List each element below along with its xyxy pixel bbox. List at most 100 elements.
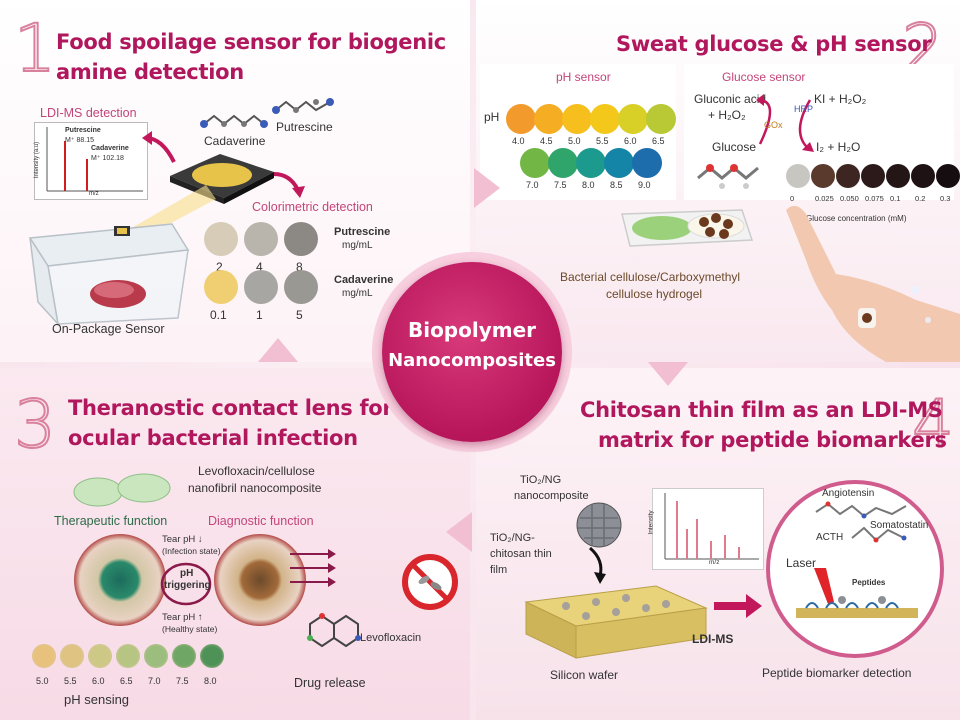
infection-state: (Infection state) [162, 546, 221, 556]
arrow-to-ldi-icon [142, 131, 176, 163]
colorimetric-label: Colorimetric detection [252, 200, 373, 214]
spectrum-cadaverine: Cadaverine [91, 145, 129, 152]
ph-sensor-label: pH sensor [556, 70, 611, 84]
glucose-swatch [861, 164, 885, 188]
arrow-to-colorimetric-icon [273, 172, 305, 198]
thin-film-block-icon [524, 585, 708, 659]
food-container-icon [28, 223, 190, 327]
ph-sensing-pad [172, 644, 196, 668]
glucose-value: 0 [790, 194, 795, 203]
acth-label: ACTH [816, 532, 844, 543]
hydrogel-label-line1: Bacterial cellulose/Carboxymethyl [560, 270, 741, 284]
levo-composite-line1: Levofloxacin/cellulose [198, 464, 315, 478]
ldi-spectrum: Putrescine M⁺ 88.15 Cadaverine M⁺ 102.18… [34, 122, 148, 200]
on-package-label: On-Package Sensor [52, 322, 165, 336]
cadaverine-value-1: 0.1 [210, 308, 227, 322]
peptides-label: Peptides [852, 578, 886, 587]
flow-arrow-left [446, 512, 472, 552]
cadaverine-pad-3 [284, 270, 318, 304]
panel-title-line1: Food spoilage sensor for biogenic [56, 30, 446, 54]
ph-value: 8.0 [582, 180, 595, 190]
putrescine-row-name: Putrescine [334, 226, 391, 238]
ph-sensing-value: 6.0 [92, 676, 105, 686]
angiotensin-label: Angiotensin [822, 488, 875, 499]
ph-swatch [632, 148, 662, 178]
putrescine-pad-1 [204, 222, 238, 256]
spectrum-xlabel: m/z [709, 559, 720, 566]
levo-composite-line2: nanofibril nanocomposite [188, 481, 322, 495]
ph-triggering-line1: pH [180, 568, 194, 579]
ph-swatch [646, 104, 676, 134]
ph-sensing-pad [32, 644, 56, 668]
putrescine-pad-3 [284, 222, 318, 256]
peptide-molecules-icon [815, 501, 907, 543]
tear-ph-down: Tear pH ↓ [162, 534, 203, 545]
ph-value: 6.5 [652, 136, 665, 146]
drug-release-label: Drug release [294, 676, 366, 690]
ph-swatch [618, 104, 648, 134]
cadaverine-molecule-icon [200, 114, 268, 128]
cadaverine-value-3: 5 [296, 308, 303, 322]
cadaverine-pad-1 [204, 270, 238, 304]
laser-beam-icon [814, 568, 834, 604]
flow-arrow-right [474, 168, 500, 208]
ph-value: 9.0 [638, 180, 651, 190]
ph-swatch [590, 104, 620, 134]
peptide-spectrum-plot [664, 493, 759, 560]
panel-title-line1: Theranostic contact lens for [68, 396, 393, 420]
putrescine-label: Putrescine [276, 120, 333, 134]
ph-value: 8.5 [610, 180, 623, 190]
panel-number: 4 [911, 386, 955, 463]
ph-sensing-pad [88, 644, 112, 668]
putrescine-value-1: 2 [216, 260, 223, 274]
tio2-ng-line2: nanocomposite [514, 490, 589, 502]
center-title-line1: Biopolymer [407, 318, 537, 342]
silicon-wafer-label: Silicon wafer [550, 668, 619, 682]
eye-diagnostic-icon [214, 534, 306, 626]
laser-label: Laser [786, 556, 817, 570]
cadaverine-row-unit: mg/mL [342, 288, 373, 299]
spectrum-ylabel: Intensity [647, 510, 655, 535]
putrescine-pad-2 [244, 222, 278, 256]
therapeutic-label: Therapeutic function [54, 514, 168, 528]
glucose-value: 0.075 [865, 194, 884, 203]
somatostatin-label: Somatostatin [870, 520, 929, 531]
ph-value: 5.0 [568, 136, 581, 146]
ph-sensing-pad [200, 644, 224, 668]
ldi-ms-label: LDI-MS [692, 632, 734, 646]
glucose-conc-label: Glucose concentration (mM) [806, 214, 907, 223]
ph-value: 4.5 [540, 136, 553, 146]
eye-therapeutic-icon [74, 534, 166, 626]
levofloxacin-label: Levofloxacin [360, 632, 422, 644]
spectrum-putrescine: Putrescine [65, 127, 101, 134]
panel-title-line1: Chitosan thin film as an LDI-MS [580, 398, 943, 422]
ph-swatch [548, 148, 578, 178]
peptide-substrate-icon [796, 596, 918, 618]
glucose-swatch [911, 164, 935, 188]
arrow-down-icon [588, 546, 606, 584]
ldi-ms-label: LDI-MS detection [40, 106, 137, 120]
ph-swatch [506, 104, 536, 134]
ph-triggering-line2: triggering [164, 580, 211, 591]
cadaverine-row-name: Cadaverine [334, 274, 394, 286]
flow-arrow-up [258, 338, 298, 362]
glucose-swatch [886, 164, 910, 188]
ph-sensing-value: 8.0 [204, 676, 217, 686]
center-hub: Biopolymer Nanocomposites [382, 262, 562, 442]
no-bacteria-icon [402, 554, 458, 610]
spectrum-ylabel: Intensity (a.u) [34, 141, 41, 179]
panel-number: 3 [13, 386, 57, 463]
glucose-swatch [811, 164, 835, 188]
ph-sensing-pad [60, 644, 84, 668]
panel-title-line2: amine detection [56, 60, 244, 84]
gluconic-acid-label: Gluconic acid [694, 92, 767, 106]
ph-sensing-value: 7.5 [176, 676, 189, 686]
putrescine-row-unit: mg/mL [342, 240, 373, 251]
ph-sensing-value: 7.0 [148, 676, 161, 686]
panel-title-line2: matrix for peptide biomarkers [598, 428, 947, 452]
tear-ph-up: Tear pH ↑ [162, 612, 203, 623]
ph-sensing-pad [116, 644, 140, 668]
panel-contact-lens: 3 Theranostic contact lens for ocular ba… [0, 368, 470, 720]
ph-swatch [534, 104, 564, 134]
putrescine-molecule-icon [272, 98, 334, 114]
